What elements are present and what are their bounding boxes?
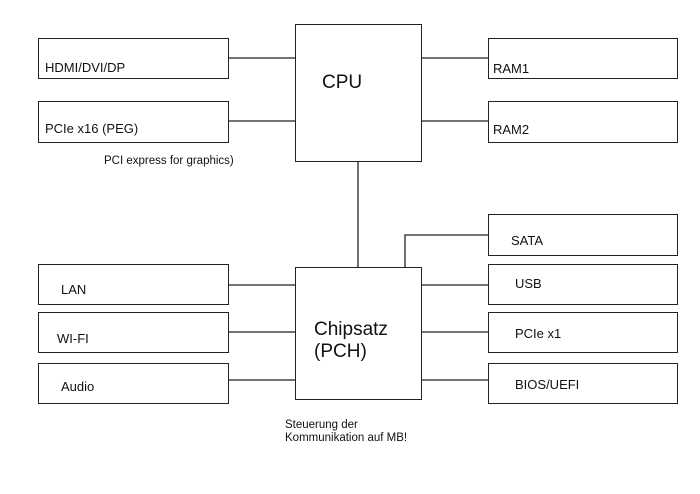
hdmi-box: HDMI/DVI/DP — [38, 38, 229, 79]
ram2-label: RAM2 — [493, 122, 530, 137]
lan-label: LAN — [61, 282, 87, 297]
chipset-box: Chipsatz (PCH) — [295, 267, 422, 400]
chipset-label-line1: Chipsatz — [314, 319, 388, 340]
cpu-label: CPU — [322, 72, 363, 93]
ram1-box: RAM1 — [488, 38, 678, 79]
peg-box: PCIe x16 (PEG) — [38, 101, 229, 143]
link-chipset-sata — [404, 234, 488, 267]
peg-note: PCI express for graphics) — [104, 155, 234, 167]
sata-box: SATA — [488, 214, 678, 256]
usb-label: USB — [515, 276, 542, 291]
ram1-label: RAM1 — [493, 61, 530, 76]
sata-label: SATA — [511, 233, 544, 248]
ram2-box: RAM2 — [488, 101, 678, 143]
usb-box: USB — [488, 264, 678, 305]
pcie-x1-box: PCIe x1 — [488, 312, 678, 353]
audio-box: Audio — [38, 363, 229, 404]
chipset-label-line2: (PCH) — [314, 341, 367, 362]
bios-uefi-box: BIOS/UEFI — [488, 363, 678, 404]
pcie-x1-label: PCIe x1 — [515, 326, 562, 341]
chipset-note-line1: Steuerung der — [285, 419, 358, 431]
wifi-label: WI-FI — [57, 331, 89, 346]
chipset-note-line2: Kommunikation auf MB! — [285, 432, 408, 444]
lan-box: LAN — [38, 264, 229, 305]
audio-label: Audio — [61, 379, 95, 394]
wifi-box: WI-FI — [38, 312, 229, 353]
cpu-box: CPU — [295, 24, 422, 162]
bios-uefi-label: BIOS/UEFI — [515, 377, 580, 392]
peg-label: PCIe x16 (PEG) — [45, 121, 139, 136]
hdmi-label: HDMI/DVI/DP — [45, 60, 126, 75]
